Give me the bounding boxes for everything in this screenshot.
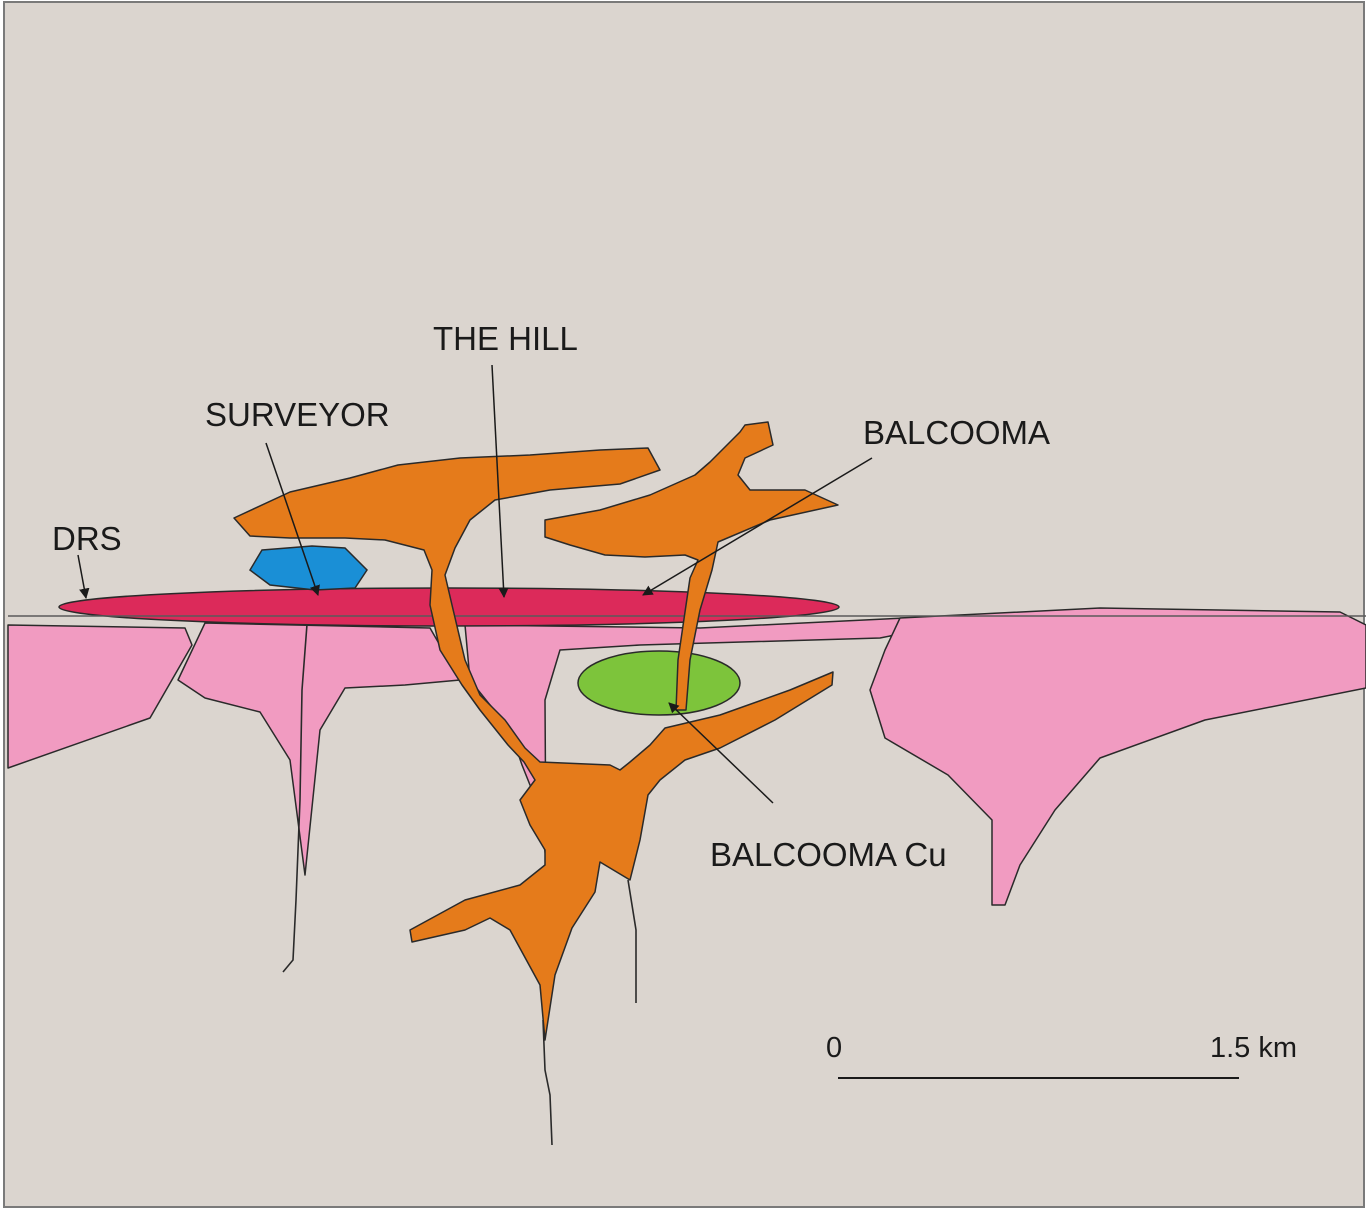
scale-bar-start-label: 0 — [826, 1032, 842, 1064]
label-surveyor: SURVEYOR — [205, 396, 390, 433]
scale-bar-end-label: 1.5 km — [1210, 1032, 1297, 1064]
label-balcooma-cu: BALCOOMA Cu — [710, 836, 947, 873]
label-balcooma: BALCOOMA — [863, 414, 1050, 451]
label-the-hill: THE HILL — [433, 320, 578, 357]
balcooma-cu-green-body — [578, 651, 740, 715]
label-drs: DRS — [52, 520, 122, 557]
